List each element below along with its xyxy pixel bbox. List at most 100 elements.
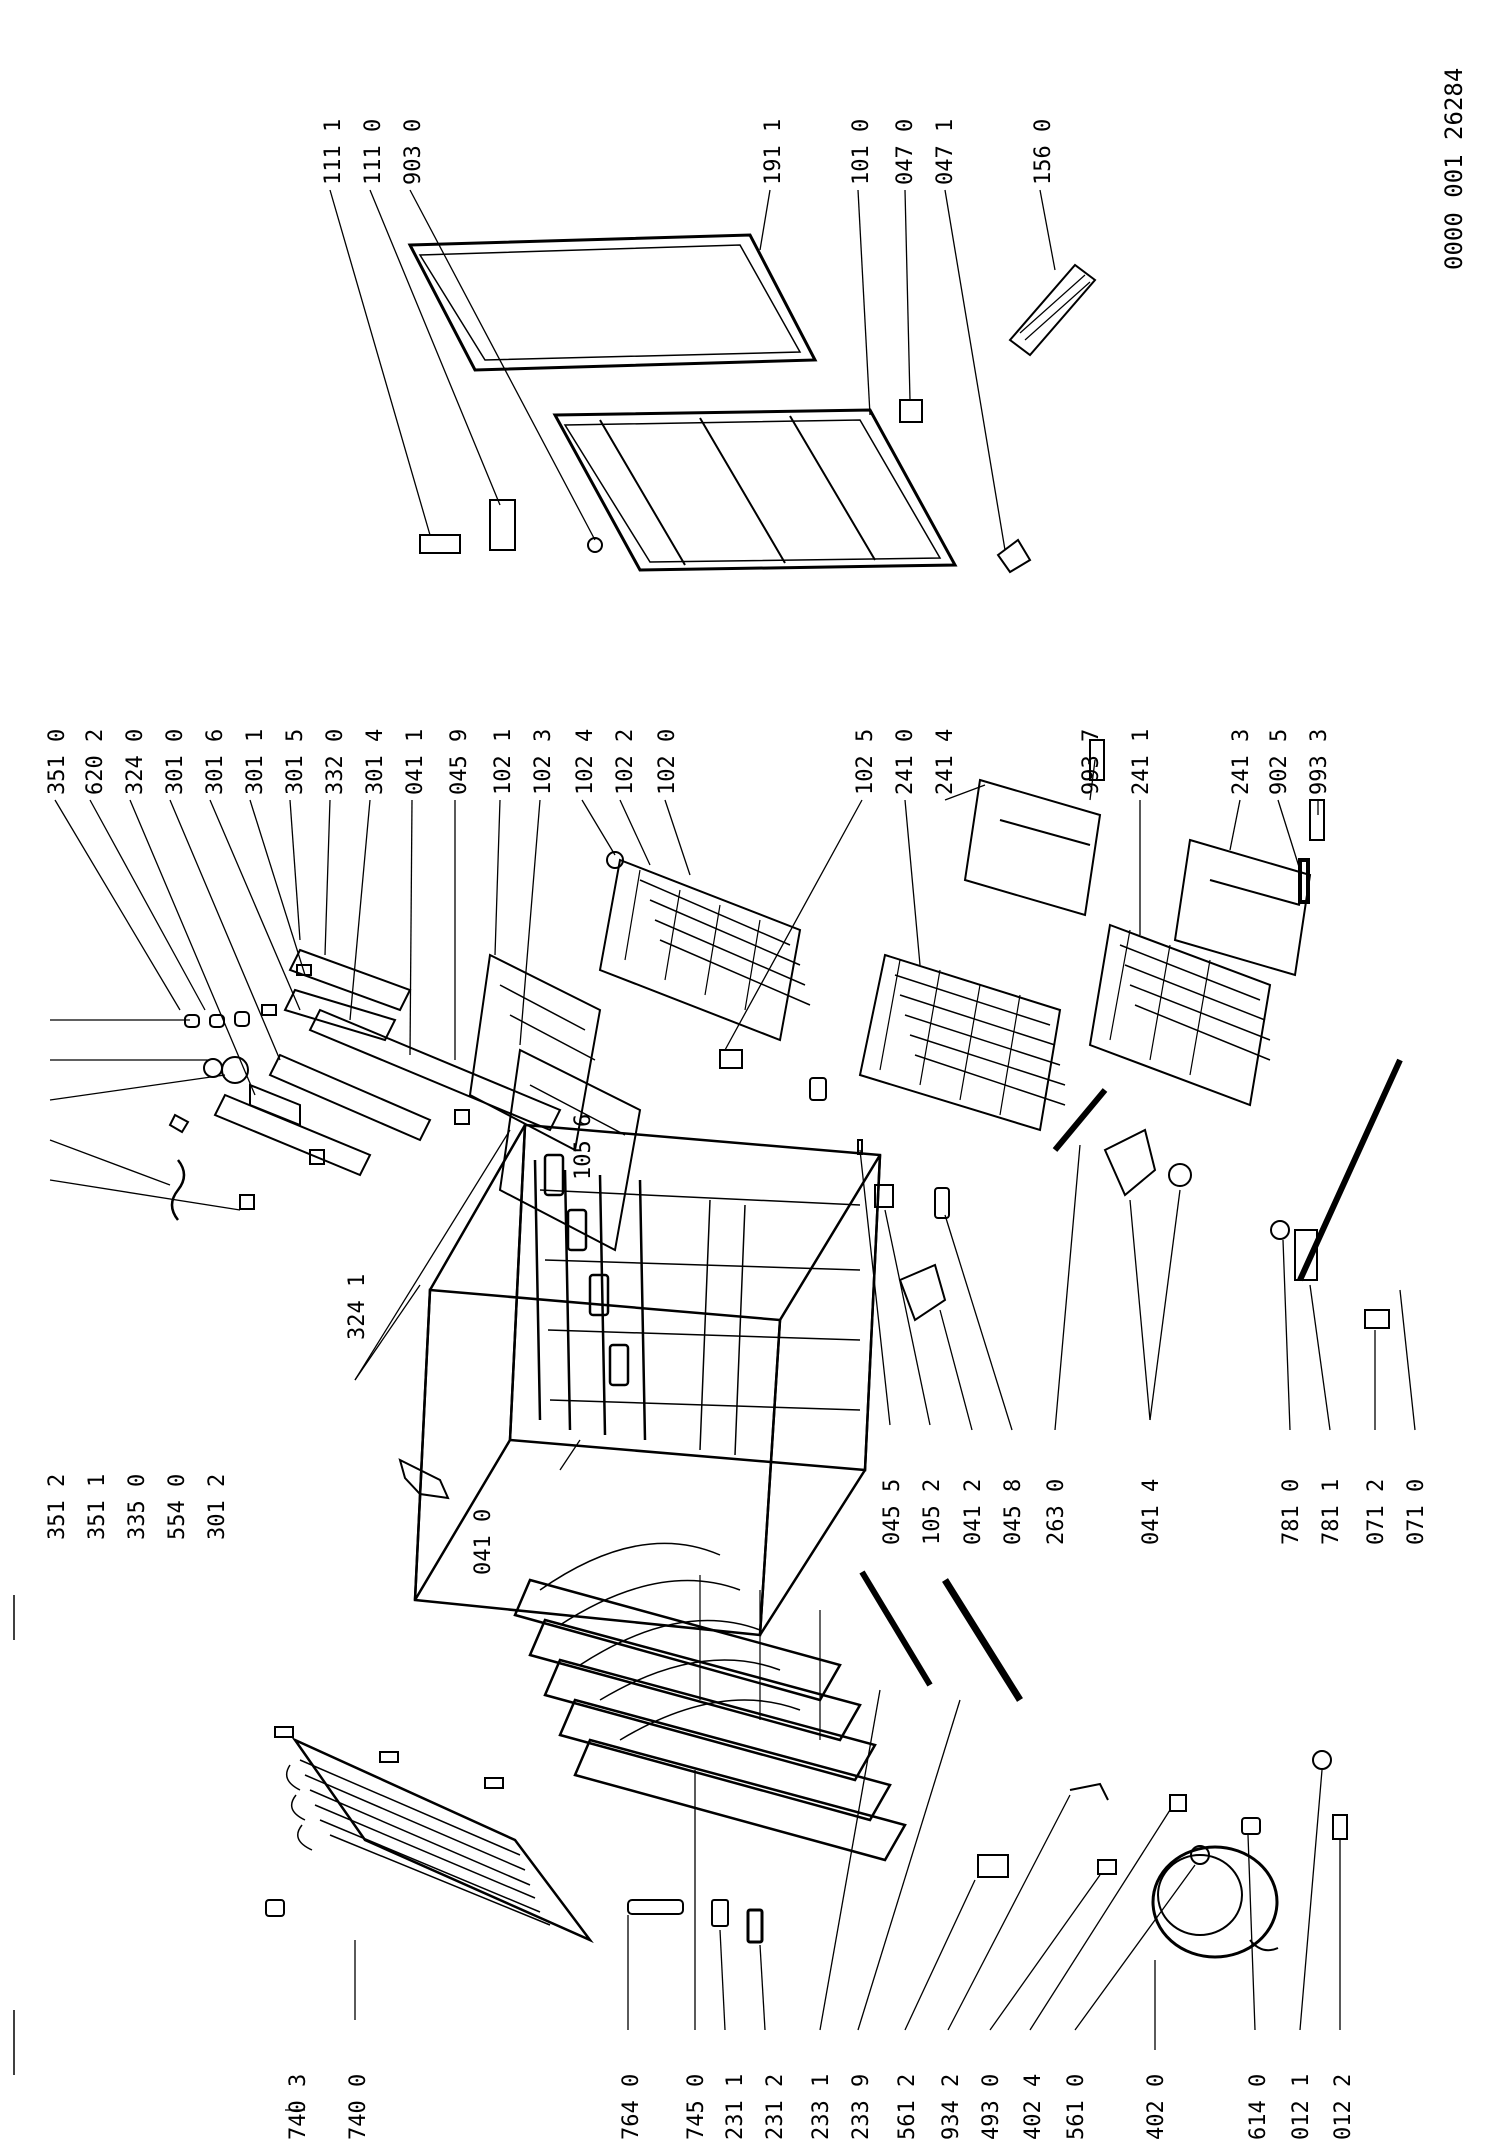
part-label: 105 6 <box>571 1114 596 1180</box>
part-5612 <box>977 1854 1009 1878</box>
part-label: 902 5 <box>1267 729 1292 795</box>
part-0458 <box>934 1187 950 1219</box>
door-1010 <box>552 408 958 572</box>
part-label: 903 0 <box>401 119 426 185</box>
shelf-rail-2331 <box>859 1570 933 1687</box>
part-0471 <box>996 538 1032 574</box>
part-label: 233 9 <box>849 2074 874 2140</box>
hinge-0410 <box>398 1458 450 1500</box>
part-label: 071 2 <box>1364 1479 1389 1545</box>
door-gasket-1911 <box>407 233 818 372</box>
part-label: 071 0 <box>1404 1479 1429 1545</box>
part-label: 102 4 <box>573 729 598 795</box>
leader-lines <box>49 189 1416 2111</box>
part-label: 301 1 <box>243 729 268 795</box>
part-4930 <box>1097 1859 1117 1875</box>
part-label: 241 3 <box>1229 729 1254 795</box>
part-label: 301 2 <box>205 1474 230 1540</box>
part-label: 231 2 <box>763 2074 788 2140</box>
part-label: 324 1 <box>345 1274 370 1340</box>
part-label: 324 0 <box>123 729 148 795</box>
part-label: 301 6 <box>203 729 228 795</box>
part-label: 231 1 <box>723 2074 748 2140</box>
part-6140 <box>1241 1817 1261 1835</box>
compressor-4020 <box>1151 1845 1279 1959</box>
part-7810 <box>1270 1220 1290 1240</box>
part-label: 740 3 <box>286 2074 311 2140</box>
hinge-1110 <box>489 499 516 551</box>
part-label: 620 2 <box>83 729 108 795</box>
strip-2630 <box>1052 1088 1108 1152</box>
part-label: 493 0 <box>979 2074 1004 2140</box>
part-9937 <box>1089 739 1105 781</box>
part-label: 764 0 <box>619 2074 644 2140</box>
part-label: 047 1 <box>933 119 958 185</box>
condenser-coil <box>274 1726 594 1944</box>
part-label: 614 0 <box>1246 2074 1271 2140</box>
part-label: 045 9 <box>447 729 472 795</box>
part-label: 102 1 <box>491 729 516 795</box>
part-label: 740 0 <box>346 2074 371 2140</box>
part-label: 102 5 <box>853 729 878 795</box>
freezer-drawer-1020 <box>598 851 811 1069</box>
part-labels: 740 3 740 0 764 0 745 0 231 1 231 2 233 … <box>45 119 1429 2140</box>
hinge-0414 <box>1103 1128 1157 1197</box>
part-label: 993 3 <box>1307 729 1332 795</box>
part-label: 102 2 <box>613 729 638 795</box>
basket-2411 <box>1088 923 1272 1107</box>
part-label: 745 0 <box>684 2074 709 2140</box>
part-0470 <box>899 399 923 423</box>
part-label: 012 2 <box>1331 2074 1356 2140</box>
shelf-rail-2339 <box>942 1578 1023 1702</box>
part-label: 332 0 <box>323 729 348 795</box>
hinge-cover-1111 <box>419 534 461 554</box>
basket-2410 <box>858 953 1066 1132</box>
part-label: 045 8 <box>1001 1479 1026 1545</box>
control-panel-assembly <box>168 948 562 1221</box>
wire-shelves <box>454 953 642 1252</box>
part-label: 241 4 <box>933 729 958 795</box>
part-label: 934 2 <box>939 2074 964 2140</box>
part-label: 047 0 <box>893 119 918 185</box>
part-label: 554 0 <box>165 1474 190 1540</box>
part-label: 102 0 <box>655 729 680 795</box>
part-0414b <box>1168 1163 1192 1187</box>
part-9342 <box>1069 1782 1109 1801</box>
part-label: 301 4 <box>363 729 388 795</box>
part-label: 781 1 <box>1319 1479 1344 1545</box>
part-label: 241 1 <box>1129 729 1154 795</box>
part-4024 <box>1169 1794 1187 1812</box>
cabinet-3241 <box>413 1123 882 1637</box>
part-label: 993 7 <box>1079 729 1104 795</box>
part-0122 <box>1332 1814 1348 1840</box>
part-0121 <box>1312 1750 1332 1770</box>
part-9030 <box>587 537 603 553</box>
part-label: 156 0 <box>1031 119 1056 185</box>
bracket-7403 <box>265 1899 285 1917</box>
part-1052 <box>874 1184 894 1208</box>
part-7640 <box>627 1899 684 1915</box>
part-label: 561 2 <box>895 2074 920 2140</box>
part-label: 301 5 <box>283 729 308 795</box>
hinge-0412 <box>898 1263 947 1322</box>
part-2312 <box>746 1908 764 1944</box>
part-2311 <box>711 1899 729 1927</box>
part-label: 781 0 <box>1279 1479 1304 1545</box>
part-label: 102 3 <box>531 729 556 795</box>
part-label: 301 0 <box>163 729 188 795</box>
part-9933 <box>1309 799 1325 841</box>
document-code: 0000 001 26284 <box>1440 68 1468 270</box>
part-1056 <box>809 1077 827 1101</box>
part-label: 111 0 <box>361 119 386 185</box>
part-label: 233 1 <box>809 2074 834 2140</box>
evaporator-shelves <box>513 1542 907 1862</box>
part-label: 111 1 <box>321 119 346 185</box>
part-7811 <box>1294 1229 1318 1281</box>
part-label: 191 1 <box>761 119 786 185</box>
part-label: 045 5 <box>880 1479 905 1545</box>
part-label: 041 1 <box>403 729 428 795</box>
part-0712 <box>1364 1309 1390 1329</box>
part-label: 335 0 <box>125 1474 150 1540</box>
ice-tray-1560 <box>1008 263 1097 357</box>
